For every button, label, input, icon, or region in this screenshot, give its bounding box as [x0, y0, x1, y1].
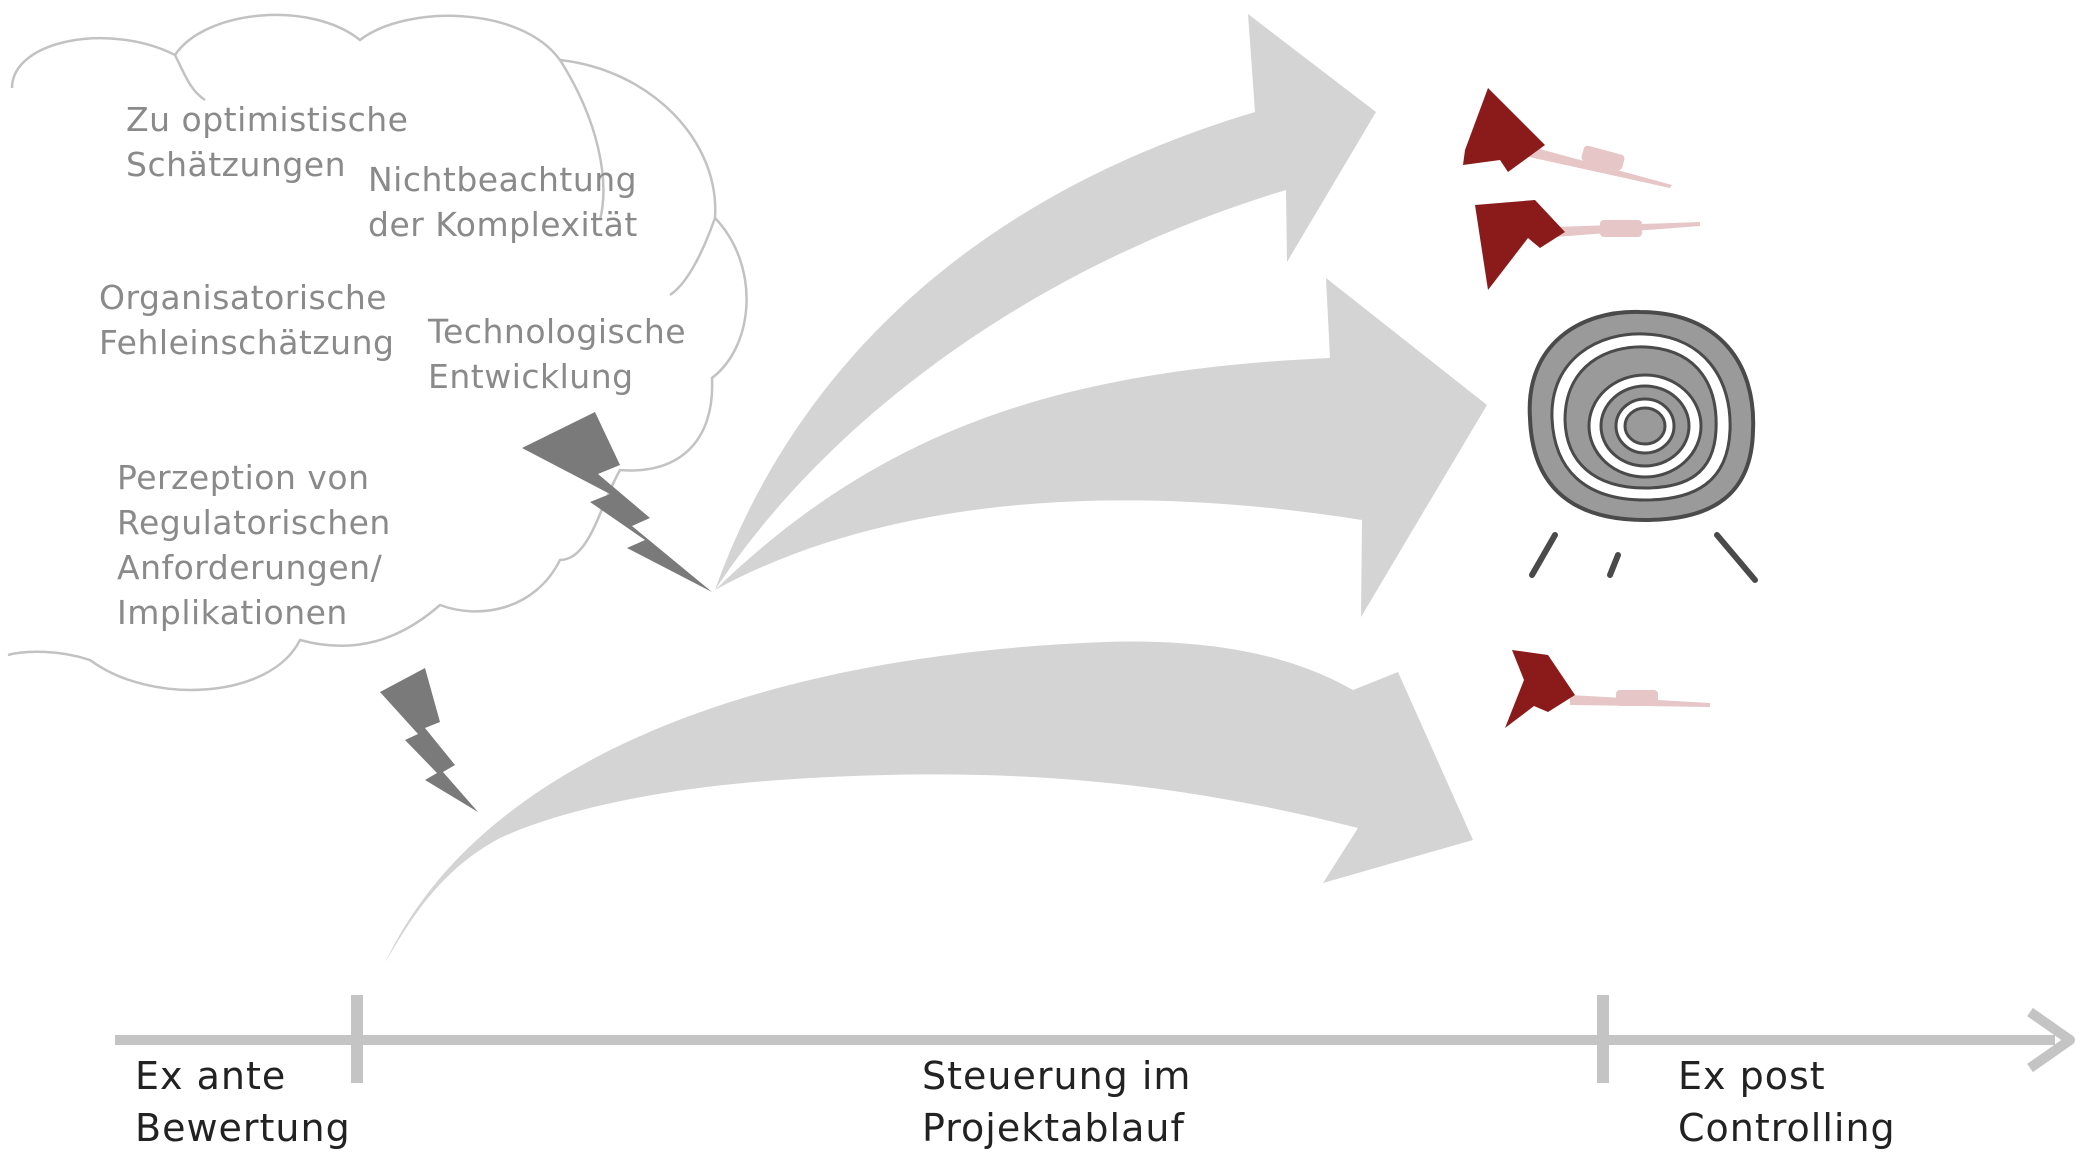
risk-factor-complexity: Nichtbeachtung der Komplexität — [368, 160, 638, 244]
arrow-top — [715, 14, 1376, 590]
cloud-icon — [7, 13, 748, 692]
risk-factor-organizational: Organisatorische Fehleinschätzung — [99, 278, 395, 362]
lightning-bolt-icon — [522, 412, 712, 592]
phase-ex-ante: Ex ante Bewertung — [135, 1054, 351, 1150]
phase-steering: Steuerung im Projektablauf — [922, 1054, 1192, 1150]
cloud-inner-curve — [173, 54, 717, 297]
risk-factor-technological: Technologische Entwicklung — [428, 312, 687, 396]
phase-ex-post: Ex post Controlling — [1678, 1054, 1896, 1150]
dart-icon — [1505, 650, 1710, 728]
arrow-middle — [715, 278, 1487, 617]
risk-factor-optimistic-estimates: Zu optimistische Schätzungen — [126, 100, 409, 184]
lightning-bolt-icon — [380, 668, 478, 812]
risk-factor-regulatory: Perzeption von Regulatorischen Anforderu… — [117, 458, 391, 632]
target-icon — [1527, 309, 1758, 583]
dart-icon — [1463, 88, 1672, 188]
timeline-arrow-icon — [115, 995, 2075, 1083]
dart-icon — [1475, 200, 1700, 290]
arrow-bottom — [385, 641, 1473, 963]
